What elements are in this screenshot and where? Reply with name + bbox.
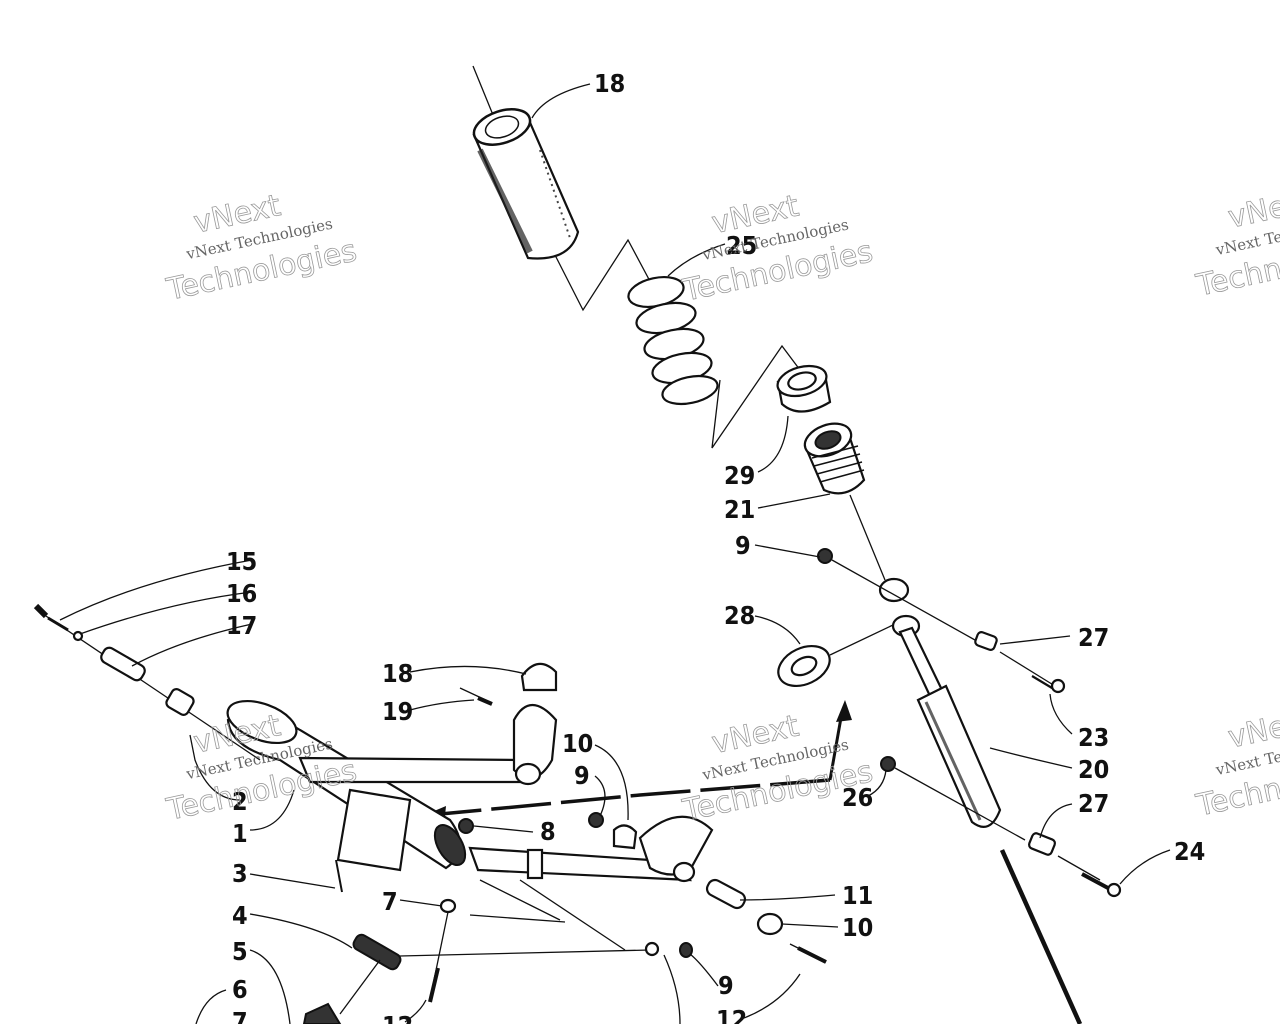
- leader-lines: [59, 83, 1171, 1024]
- callout-10b: 10: [842, 913, 873, 942]
- callout-17: 17: [226, 611, 257, 640]
- callout-24: 24: [1174, 837, 1205, 866]
- callout-labels: 18 25 29 21 9 28 27 23 20 26 27 24 15 16…: [226, 69, 1205, 1024]
- right-hardware: [817, 548, 1122, 898]
- callout-27a: 27: [1078, 623, 1109, 652]
- spring-seat-part: [776, 364, 832, 413]
- callout-5: 5: [232, 937, 248, 966]
- callout-8: 8: [540, 817, 556, 846]
- callout-23: 23: [1078, 723, 1109, 752]
- callout-1: 1: [232, 819, 248, 848]
- callout-19: 19: [382, 697, 413, 726]
- callout-16: 16: [226, 579, 257, 608]
- callout-10a: 10: [562, 729, 593, 758]
- callout-28: 28: [724, 601, 755, 630]
- callout-12a: 12: [382, 1011, 413, 1024]
- washer-part: [777, 624, 894, 688]
- svg-text:vNext: vNext: [1225, 183, 1280, 236]
- callout-22: 18: [594, 69, 625, 98]
- callout-4: 4: [232, 901, 248, 930]
- watermark-left-top: vNext vNext Technologies Technologies: [163, 188, 361, 309]
- suspension-arm-assembly: [33, 603, 827, 1024]
- boot-cover-part: [472, 108, 580, 260]
- callout-21: 21: [724, 495, 755, 524]
- shock-absorber-part: [878, 577, 1002, 828]
- callout-7a: 7: [382, 887, 398, 916]
- svg-text:vNext: vNext: [1225, 703, 1280, 756]
- coil-spring-part: [627, 276, 719, 406]
- callout-15: 15: [226, 547, 257, 576]
- callout-12b: 12: [716, 1005, 747, 1024]
- callout-6: 6: [232, 975, 248, 1004]
- watermark-right-top: vNext vNext Technologies Technologies: [1192, 183, 1280, 305]
- callout-9c: 9: [718, 971, 734, 1000]
- callout-20: 20: [1078, 755, 1109, 784]
- callout-11: 11: [842, 881, 873, 910]
- callout-29: 29: [724, 461, 755, 490]
- adjuster-collar-part: [803, 422, 866, 495]
- callout-18: 18: [382, 659, 413, 688]
- callout-27b: 27: [1078, 789, 1109, 818]
- callout-3: 3: [232, 859, 248, 888]
- callout-2: 2: [232, 787, 248, 816]
- watermark-center-top: vNext vNext Technologies Technologies: [679, 188, 877, 309]
- callout-9b: 9: [574, 761, 590, 790]
- callout-25: 25: [726, 231, 757, 260]
- watermark-right-bottom: vNext vNext Technologies Technologies: [1192, 703, 1280, 825]
- callout-26: 26: [842, 783, 873, 812]
- callout-7b: 7: [232, 1007, 248, 1024]
- callout-9a: 9: [735, 531, 751, 560]
